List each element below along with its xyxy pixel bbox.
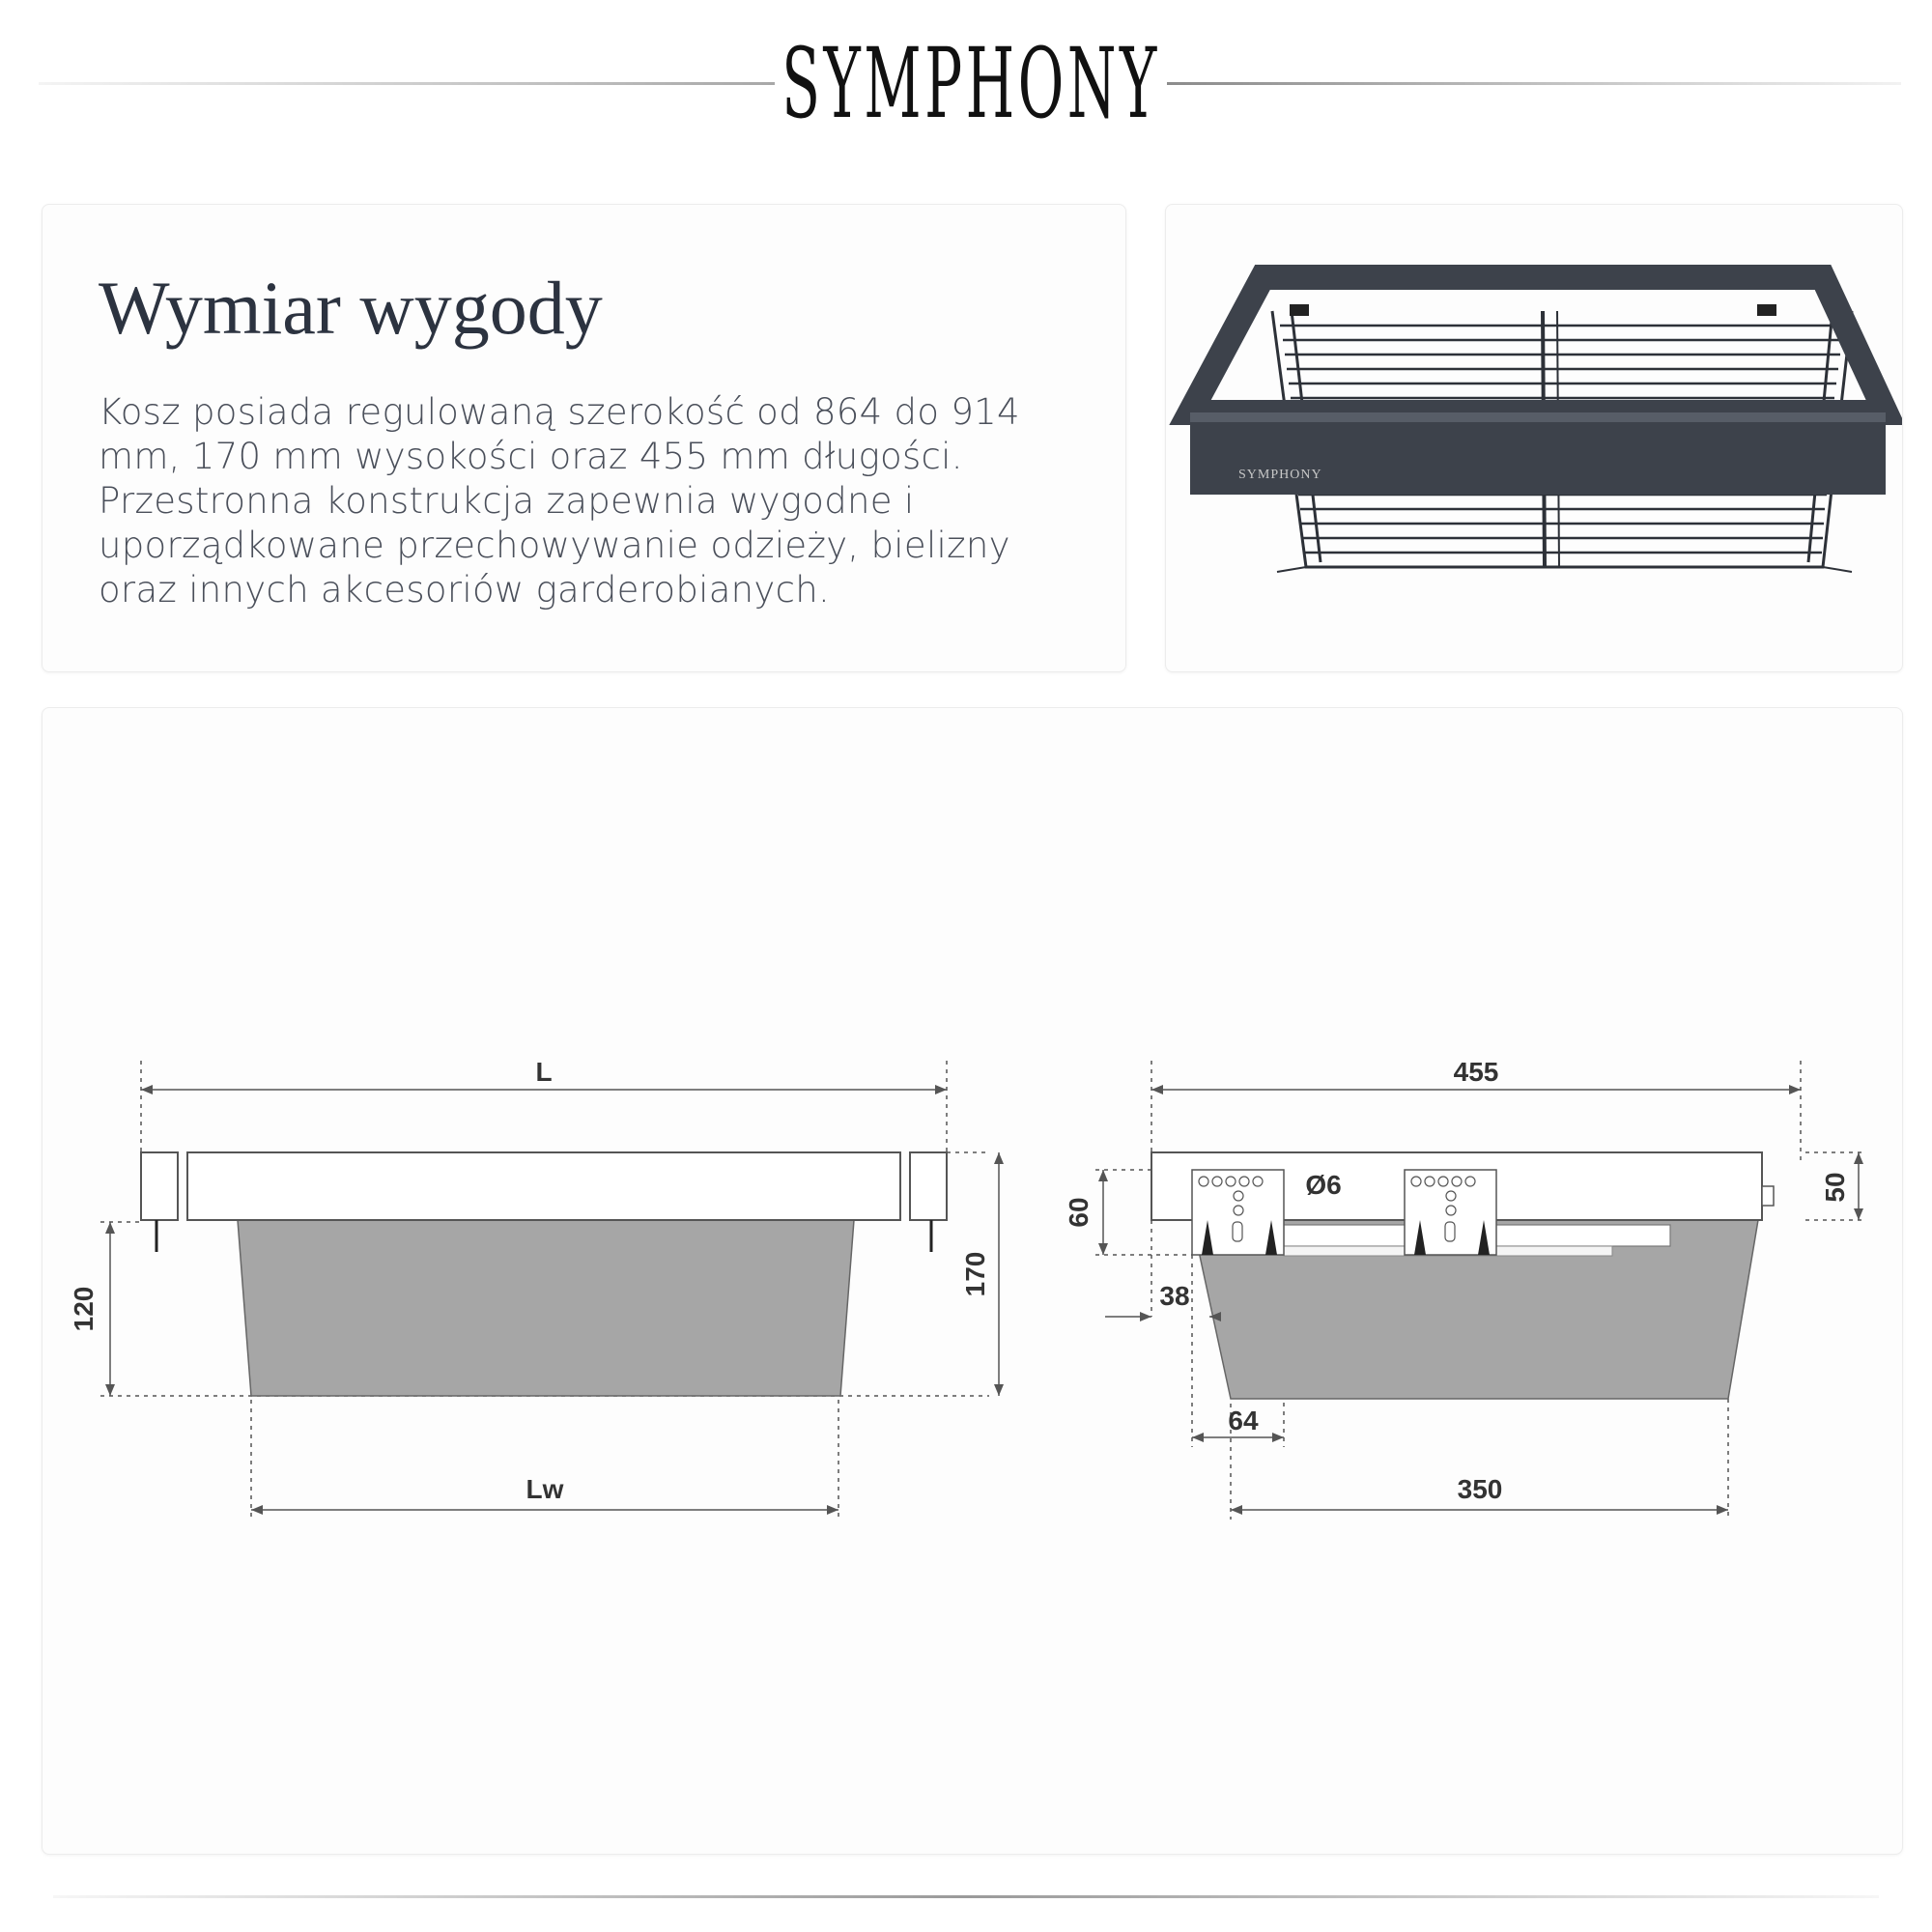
- description-text: Kosz posiada regulowaną szerokość od 864…: [99, 391, 1020, 611]
- dimension-L: L: [535, 1057, 552, 1087]
- dimension-64: 64: [1228, 1406, 1259, 1435]
- dimension-drawing: L Lw 120 170: [69, 1057, 1863, 1520]
- wire-basket-image: SYMPHONY: [1169, 265, 1902, 573]
- header-divider-right: [1167, 82, 1901, 85]
- description-card: Wymiar wygody Kosz posiada regulowaną sz…: [42, 204, 1126, 672]
- dimension-120: 120: [69, 1287, 99, 1332]
- footer-divider: [53, 1895, 1879, 1898]
- dimension-38: 38: [1159, 1281, 1189, 1311]
- dimension-50: 50: [1820, 1172, 1850, 1202]
- brand-logo: SYMPHONY: [781, 26, 1160, 140]
- technical-drawing-card: L Lw 120 170: [42, 707, 1903, 1855]
- page-title: Wymiar wygody: [99, 266, 603, 350]
- frame-brand-label: SYMPHONY: [1238, 468, 1322, 482]
- dimension-Lw: Lw: [526, 1474, 564, 1504]
- dimension-hole-6: Ø6: [1305, 1170, 1341, 1200]
- product-photo-card: SYMPHONY: [1165, 204, 1903, 672]
- dimension-60: 60: [1064, 1197, 1094, 1227]
- header-divider-left: [39, 82, 775, 85]
- dimension-350: 350: [1458, 1474, 1503, 1504]
- dimension-455: 455: [1454, 1057, 1499, 1087]
- dimension-170: 170: [960, 1252, 990, 1297]
